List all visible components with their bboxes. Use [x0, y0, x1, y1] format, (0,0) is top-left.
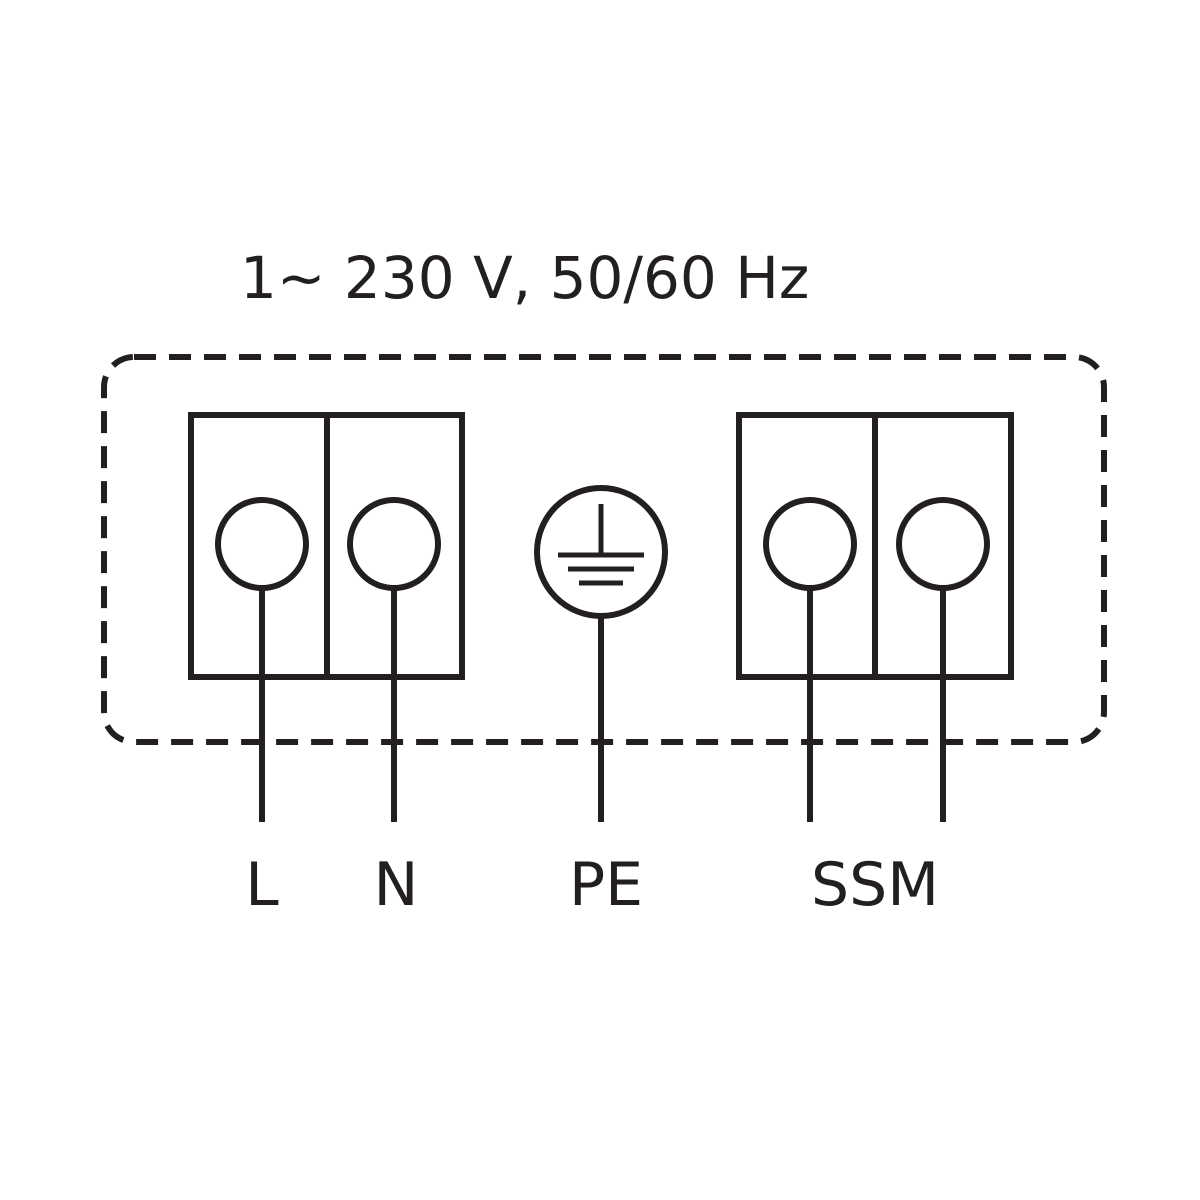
terminal-n-screw: [347, 497, 441, 591]
terminal-l-screw: [215, 497, 309, 591]
ground-icon: [558, 504, 644, 586]
power-terminal-block: [188, 412, 465, 680]
supply-rating-label: 1~ 230 V, 50/60 Hz: [240, 244, 809, 312]
terminal-label-pe: PE: [569, 850, 643, 920]
terminal-ssm2-screw: [896, 497, 990, 591]
terminal-label-l: L: [245, 850, 279, 920]
ssm-terminal-block: [736, 412, 1014, 680]
terminal-label-n: N: [374, 850, 419, 920]
terminal-ssm1-screw: [763, 497, 857, 591]
terminal-label-ssm: SSM: [811, 850, 939, 920]
pe-terminal: [534, 485, 668, 619]
